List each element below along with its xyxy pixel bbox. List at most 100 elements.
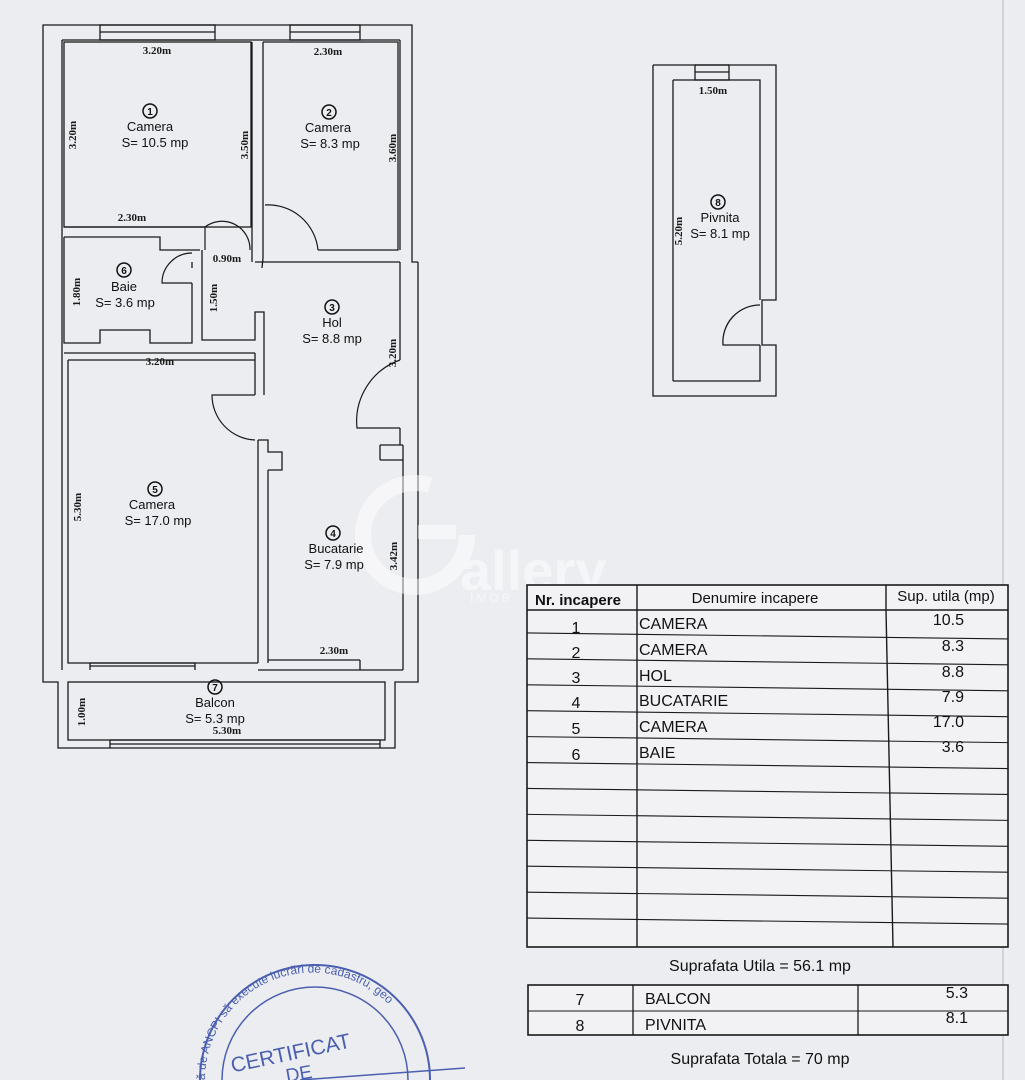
table-row-divider [526, 917, 1009, 925]
dimension-label: 0.90m [213, 253, 241, 265]
utila-total: Suprafata Utila = 56.1 mp [669, 958, 851, 975]
room-number: 6 [121, 266, 127, 277]
watermark-sub: IMOB [470, 591, 513, 605]
dimension-label: 3.20m [143, 45, 171, 57]
dimension-label: 3.42m [388, 542, 400, 570]
room-number: 8 [715, 198, 721, 209]
table-row: 8 PIVNITA 8.1 [576, 1010, 969, 1035]
table-row-divider [526, 761, 1009, 770]
room-number-marker [207, 679, 223, 695]
table-row-divider [526, 658, 1009, 666]
room-name: Camera [127, 119, 174, 134]
table-header-name: Denumire incapere [692, 590, 819, 607]
table-cell-nr: 4 [572, 695, 581, 712]
room-name: Pivnita [700, 210, 740, 225]
dimension-label: 5.30m [72, 493, 84, 521]
table-cell-nr: 3 [572, 670, 581, 687]
table-cell-area: 8.1 [946, 1010, 968, 1027]
table-cell-area: 10.5 [933, 612, 964, 629]
dimension-label: 3.50m [239, 131, 251, 159]
table-row: 4 BUCATARIE 7.9 [572, 689, 965, 712]
room-name: Bucatarie [309, 541, 364, 556]
table-row: 1 CAMERA 10.5 [572, 612, 965, 637]
table-row-divider [526, 813, 1009, 821]
room-labels: 1 Camera S= 10.5 mp 2 Camera S= 8.3 mp 3… [95, 103, 750, 726]
extra-table: 7 BALCON 5.3 8 PIVNITA 8.1 [527, 984, 1009, 1036]
table-cell-area: 8.8 [942, 664, 964, 681]
dimension-label: 2.30m [314, 46, 342, 58]
room-number-marker [321, 104, 337, 120]
dimension-label: 1.50m [208, 284, 220, 312]
table-row-divider [526, 787, 1009, 796]
table-row: 2 CAMERA 8.3 [572, 638, 965, 662]
table-cell-nr: 2 [572, 645, 581, 662]
cellar-walls [652, 64, 777, 397]
table-row: 6 BAIE 3.6 [572, 739, 965, 764]
table-header-area: Sup. utila (mp) [897, 588, 995, 605]
dimension-label: 2.30m [320, 645, 348, 657]
room-number-marker [325, 525, 341, 541]
table-cell-name: CAMERA [639, 719, 708, 736]
room-number-marker [142, 103, 158, 119]
certification-stamp: ă de ANCPI să execute lucrări de cadastr… [194, 962, 466, 1080]
table-row-divider [526, 736, 1009, 744]
table-cell-area: 3.6 [942, 739, 964, 756]
table-cell-name: CAMERA [639, 616, 708, 633]
room-name: Hol [322, 315, 342, 330]
grand-total: Suprafata Totala = 70 mp [671, 1051, 850, 1068]
room-table: Nr. incapere Denumire incapere Sup. util… [526, 584, 1009, 948]
table-cell-name: BALCON [645, 991, 711, 1008]
apartment-walls [42, 24, 419, 749]
table-cell-name: CAMERA [639, 642, 708, 659]
room-area: S= 7.9 mp [304, 557, 364, 572]
room-number-marker [147, 481, 163, 497]
table-header-nr: Nr. incapere [535, 592, 621, 609]
room-name: Baie [111, 279, 137, 294]
watermark-ring [355, 475, 475, 595]
room-area: S= 10.5 mp [122, 135, 189, 150]
room-area: S= 17.0 mp [125, 513, 192, 528]
table-row-divider [526, 710, 1009, 718]
room-number: 5 [152, 485, 158, 496]
table-row: 3 HOL 8.8 [572, 664, 965, 687]
room-number: 3 [329, 303, 335, 314]
table-row: 7 BALCON 5.3 [576, 985, 969, 1009]
room-area: S= 5.3 mp [185, 711, 245, 726]
room-number: 2 [326, 108, 332, 119]
room-number: 7 [212, 683, 218, 694]
table-row-divider [526, 891, 1009, 899]
stamp-line-2: DE [284, 1062, 314, 1080]
dimension-label: 3.20m [67, 121, 79, 149]
room-number: 1 [147, 107, 153, 118]
dimension-label: 3.20m [387, 339, 399, 367]
door-swings [161, 204, 401, 441]
table-cell-name: HOL [639, 668, 672, 685]
table-row-divider [526, 839, 1009, 847]
dimension-label: 5.20m [673, 217, 685, 245]
room-area: S= 8.8 mp [302, 331, 362, 346]
table-cell-area: 17.0 [933, 714, 964, 731]
dimension-label: 5.30m [213, 725, 241, 737]
table-cell-nr: 7 [576, 992, 585, 1009]
room-number-marker [116, 262, 132, 278]
table-cell-name: BUCATARIE [639, 693, 728, 710]
dimension-label: 2.30m [118, 212, 146, 224]
room-area: S= 8.1 mp [690, 226, 750, 241]
table-cell-area: 5.3 [946, 985, 968, 1002]
table-cell-area: 8.3 [942, 638, 964, 655]
table-cell-nr: 6 [572, 747, 581, 764]
table-cell-name: BAIE [639, 745, 675, 762]
dimension-label: 3.20m [146, 356, 174, 368]
room-number-marker [710, 194, 726, 210]
table-row: 5 CAMERA 17.0 [572, 714, 965, 738]
room-number: 4 [330, 529, 336, 540]
table-row-divider [526, 632, 1009, 640]
dimension-label: 1.00m [76, 698, 88, 726]
dimension-label: 1.80m [71, 278, 83, 306]
room-area: S= 3.6 mp [95, 295, 155, 310]
dimension-label: 1.50m [699, 85, 727, 97]
room-area: S= 8.3 mp [300, 136, 360, 151]
dimension-label: 3.60m [387, 134, 399, 162]
room-name: Camera [129, 497, 176, 512]
